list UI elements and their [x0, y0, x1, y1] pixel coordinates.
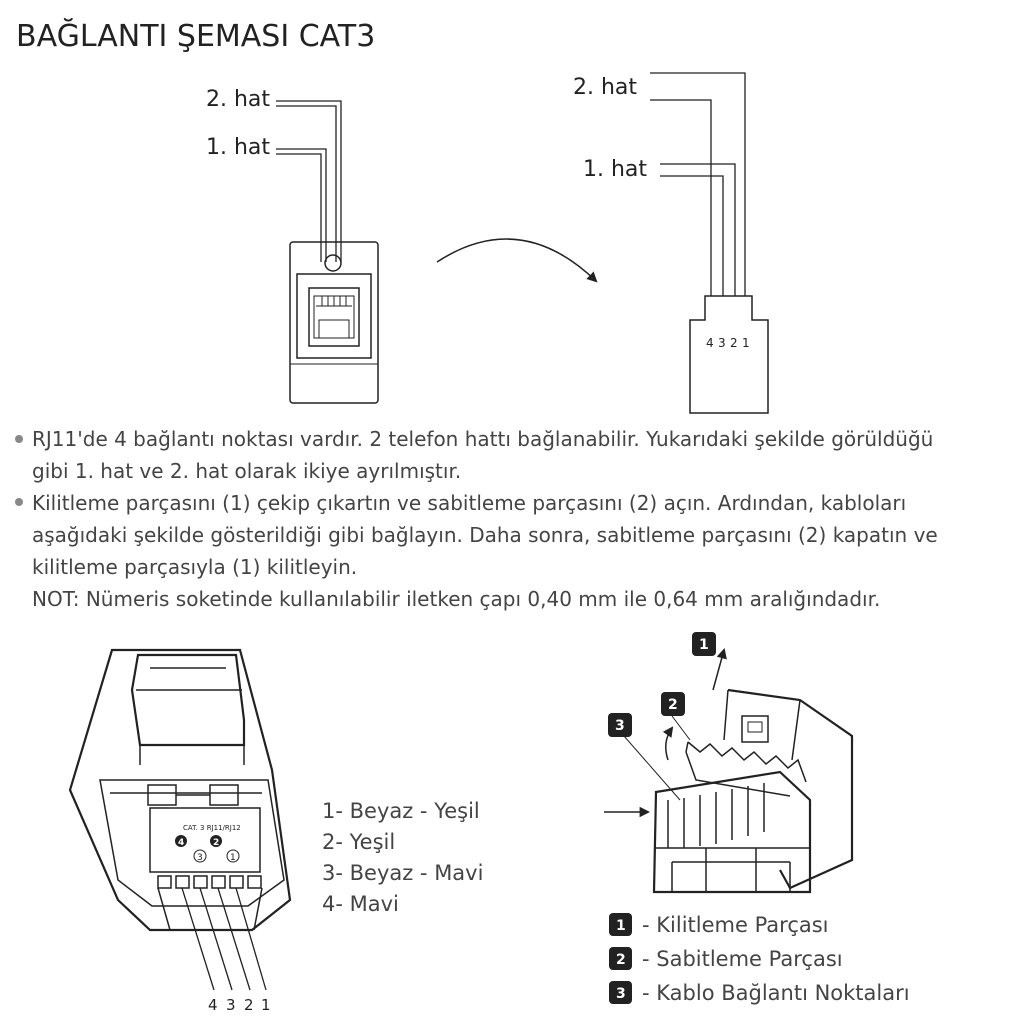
badge-2: 2 [668, 697, 678, 713]
rj11-plug-figure: 2. hat 1. hat 4 3 2 1 [573, 72, 769, 414]
legend-item-cable-points: - Kablo Bağlantı Noktaları [642, 981, 910, 1005]
curved-arrow-icon [436, 238, 598, 283]
module-pin-4: 4 [208, 996, 218, 1014]
legend-badge-1: 1 [616, 918, 626, 934]
keystone-module-figure: CAT. 3 RJ11/RJ12 4 2 3 1 4 3 2 1 [68, 648, 292, 1014]
instruction-line: RJ11'de 4 bağlantı noktası vardır. 2 tel… [32, 427, 933, 451]
instruction-line: kilitleme parçasıyla (1) kilitleyin. [32, 555, 357, 579]
module-contact-1: 1 [230, 853, 236, 863]
module-parts-figure: 1 2 3 [604, 632, 854, 894]
legend-item-fixing-part: - Sabitleme Parçası [642, 947, 843, 971]
page-title: BAĞLANTI ŞEMASI CAT3 [16, 17, 375, 54]
parts-legend: 1 - Kilitleme Parçası 2 - Sabitleme Parç… [609, 913, 910, 1005]
wall-socket-figure: 2. hat 1. hat [206, 87, 379, 404]
wire-color-item: 4- Mavi [322, 892, 399, 916]
bullet-icon [15, 435, 23, 443]
instruction-line: aşağıdaki şekilde gösterildiği gibi bağl… [32, 523, 938, 547]
plug-line1-label: 1. hat [583, 157, 647, 182]
plug-pin-3: 3 [718, 336, 726, 350]
module-pin-3: 3 [226, 996, 236, 1014]
module-contact-2: 2 [213, 838, 219, 848]
badge-3: 3 [615, 718, 625, 734]
wire-color-item: 1- Beyaz - Yeşil [322, 799, 480, 823]
plug-pin-4: 4 [706, 336, 714, 350]
module-pin-1: 1 [261, 996, 271, 1014]
badge-1: 1 [699, 637, 709, 653]
instructions: RJ11'de 4 bağlantı noktası vardır. 2 tel… [15, 427, 938, 611]
legend-item-locking-part: - Kilitleme Parçası [642, 913, 829, 937]
plug-pin-2: 2 [730, 336, 738, 350]
wire-color-item: 2- Yeşil [322, 830, 395, 854]
module-pin-2: 2 [244, 996, 254, 1014]
wire-color-item: 3- Beyaz - Mavi [322, 861, 483, 885]
line2-label: 2. hat [206, 87, 270, 112]
module-contact-3: 3 [197, 853, 203, 863]
legend-badge-3: 3 [616, 986, 626, 1002]
line1-label: 1. hat [206, 135, 270, 160]
plug-line2-label: 2. hat [573, 75, 637, 100]
module-contact-4: 4 [178, 838, 184, 848]
instruction-note: NOT: Nümeris soketinde kullanılabilir il… [32, 587, 880, 611]
instruction-line: Kilitleme parçasını (1) çekip çıkartın v… [32, 491, 906, 515]
instruction-line: gibi 1. hat ve 2. hat olarak ikiye ayrıl… [32, 459, 461, 483]
legend-badge-2: 2 [616, 952, 626, 968]
bullet-icon [15, 498, 23, 506]
plug-pin-1: 1 [742, 336, 750, 350]
module-label: CAT. 3 RJ11/RJ12 [183, 824, 241, 832]
wire-color-list: 1- Beyaz - Yeşil 2- Yeşil 3- Beyaz - Mav… [322, 799, 483, 916]
